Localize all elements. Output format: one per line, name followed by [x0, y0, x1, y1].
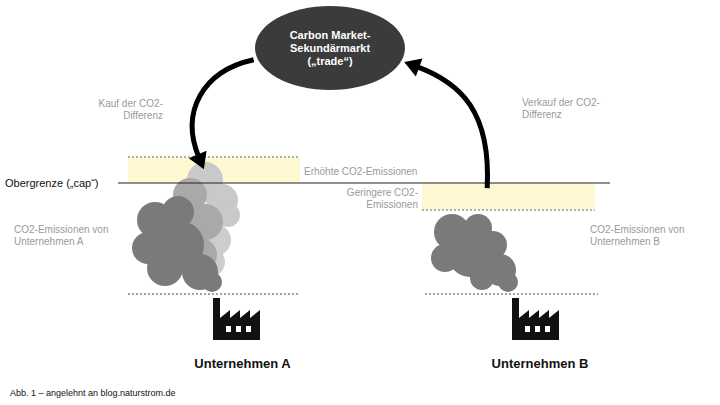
saving-band [422, 183, 595, 210]
company-column: Unternehmen A [160, 172, 325, 372]
arrow-line [416, 66, 487, 188]
company-name: Unternehmen A [160, 356, 325, 372]
factory-icon [512, 298, 559, 340]
arrow-head [404, 59, 422, 77]
arrow-label: Verkauf der CO2-Differenz [522, 97, 622, 121]
base-dash [128, 294, 300, 295]
arrow-head [189, 151, 207, 169]
factory-icon [213, 298, 260, 340]
arrow-label: Kauf der CO2-Differenz [88, 98, 163, 122]
annotation-label: Erhöhte CO2-Emissionen [304, 166, 424, 178]
base-dash [425, 294, 598, 295]
annotation-label: Geringere CO2-Emissionen [328, 187, 418, 211]
figure-caption: Abb. 1 – angelehnt an blog.naturstrom.de [10, 387, 176, 399]
market-ellipse: Carbon Market- Sekundärmarkt („trade“) [255, 6, 405, 90]
annotation-label: CO2-Emissionen von Unternehmen A [14, 224, 132, 248]
node-title: Carbon Market- Sekundärmarkt („trade“) [278, 29, 382, 68]
arrow-line [192, 60, 253, 158]
band-dash [422, 210, 595, 211]
annotation-label: Obergrenze („cap“) [5, 177, 115, 190]
company-name: Unternehmen B [455, 356, 625, 372]
company-column: Unternehmen B [455, 192, 625, 372]
annotation-label: CO2-Emissionen von Unternehmen B [590, 224, 712, 248]
trade-arrow [189, 60, 254, 170]
band-dash [128, 157, 300, 158]
cap-line [118, 183, 610, 184]
emission-cloud-a [132, 162, 240, 292]
emission-cloud-b [431, 214, 518, 292]
